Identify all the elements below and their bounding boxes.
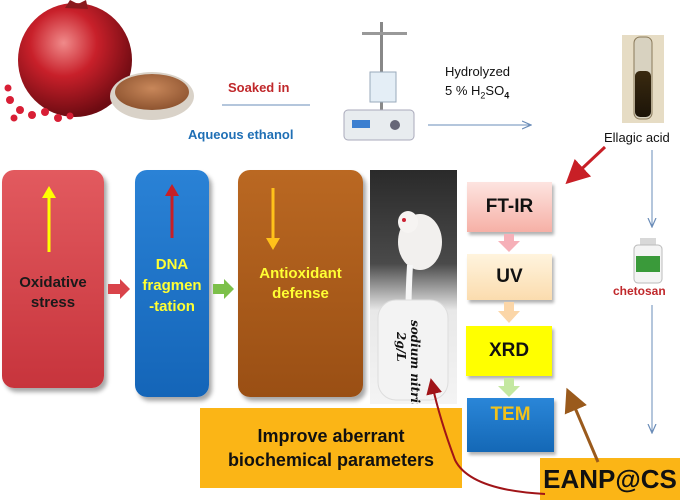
chitosan-label: chetosan	[613, 284, 666, 298]
oxidative-line2: stress	[30, 294, 76, 311]
so-text: SO	[485, 83, 505, 98]
dna-line2: fragmen	[142, 277, 202, 294]
result-line2: biochemical parameters	[227, 450, 435, 470]
sodium-nitrite-label: sodium nitrite 2g/L	[394, 320, 422, 404]
xrd-box: XRD	[466, 326, 552, 376]
chitosan-bottle-image	[633, 238, 663, 284]
tem-box: TEM	[467, 398, 554, 452]
oxidative-stress-box: Oxidative stress	[2, 170, 104, 388]
eanp-cs-label: EANP@CS	[540, 458, 680, 500]
acid-concentration-text: 5 % H	[445, 83, 481, 98]
hydrolyzed-line1: Hydrolyzed	[445, 64, 511, 79]
rat-drinking-photo: sodium nitrite 2g/L	[370, 170, 457, 404]
oxidative-line1: Oxidative	[19, 274, 87, 291]
result-line1: Improve aberrant	[257, 426, 405, 446]
soaked-in-label: Soaked in	[228, 80, 290, 95]
nitrite-line2: 2g/L	[394, 332, 408, 362]
hydrolyzed-line2: 5 % H2SO4	[445, 81, 510, 106]
rat-illustration	[377, 211, 449, 401]
hydrolyzed-label: Hydrolyzed 5 % H2SO4	[445, 62, 510, 106]
dna-line3: -tation	[149, 298, 195, 315]
o4-subscript: 4	[504, 90, 510, 101]
result-banner: Improve aberrant biochemical parameters	[200, 408, 462, 488]
aqueous-ethanol-label: Aqueous ethanol	[188, 127, 294, 142]
antiox-line1: Antioxidant	[259, 265, 342, 282]
uv-box: UV	[467, 254, 552, 300]
antiox-line2: defense	[272, 285, 329, 302]
ellagic-acid-label: Ellagic acid	[604, 130, 670, 145]
ftir-box: FT-IR	[467, 182, 552, 232]
dna-fragmentation-box: DNA fragmen -tation	[135, 170, 209, 397]
ellagic-acid-vial-image	[622, 35, 664, 123]
dna-line1: DNA	[155, 256, 189, 273]
antioxidant-defense-box: Antioxidant defense	[238, 170, 363, 397]
stirrer-apparatus-image	[343, 22, 415, 141]
h2-subscript: 2	[480, 90, 486, 101]
nitrite-line1: sodium nitrite	[408, 320, 422, 404]
